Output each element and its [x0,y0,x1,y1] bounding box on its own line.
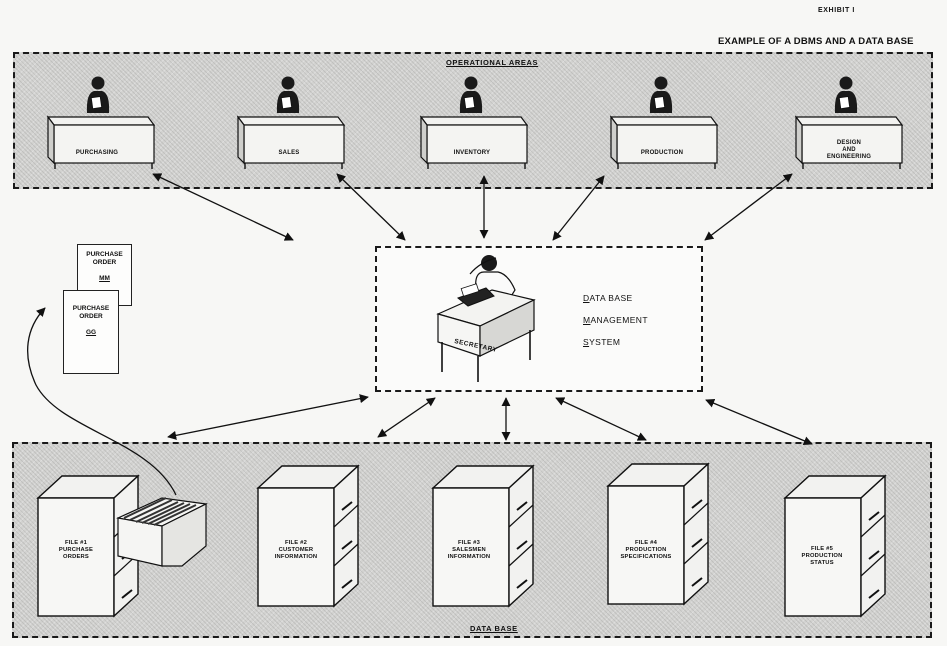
desk-label-purchasing: PURCHASING [75,150,119,156]
arrow-purchasing-dbms [152,173,294,241]
dbms-initial-s: S [583,337,590,347]
file-label-4: FILE #4 PRODUCTION SPECIFICATIONS [620,540,672,560]
dbms-rest-2: ANAGEMENT [590,315,648,325]
arrow-dbms-file4 [555,397,647,441]
purchase-order-gg: PURCHASE ORDER GG [63,290,119,374]
dbms-line-3: SYSTEM [583,337,620,347]
dbms-line-1: DATA BASE [583,293,633,303]
data-base-label: DATA BASE [470,624,518,633]
desk-label-design-engineering: DESIGN AND ENGINEERING [826,140,872,160]
file-cabinet-2 [257,465,359,607]
arrow-dbms-file1 [167,394,369,440]
desk-label-inventory: INVENTORY [453,150,491,156]
file-label-5: FILE #5 PRODUCTION STATUS [801,546,843,566]
desk-label-sales: SALES [278,150,300,156]
arrow-design-dbms [704,173,793,241]
dbms-rest-3: YSTEM [589,337,621,347]
ops-arrows [152,173,793,241]
operational-areas-label: OPERATIONAL AREAS [446,58,539,67]
exhibit-title: EXAMPLE OF A DBMS AND A DATA BASE [718,36,914,47]
arrow-sales-dbms [336,173,406,241]
file-cabinet-4 [607,463,709,605]
arrow-file-to-purchase-order [26,307,177,496]
exhibit-number: EXHIBIT I [818,7,855,14]
db-arrows [167,394,813,446]
file-label-2: FILE #2 CUSTOMER INFORMATION [274,540,318,560]
dbms-line-2: MANAGEMENT [583,315,648,325]
purchase-order-title: PURCHASE ORDER [72,305,110,320]
secretary-figure [436,255,536,382]
file-cabinet-3 [432,465,534,607]
dbms-initial-d: D [583,293,590,303]
file-label-3: FILE #3 SALESMEN INFORMATION [447,540,491,560]
purchase-order-code: GG [85,329,97,336]
arrow-production-dbms [552,175,605,241]
file-label-1: FILE #1 PURCHASE ORDERS [58,540,94,560]
purchase-order-title: PURCHASE ORDER [86,251,123,266]
file-cabinet-1 [37,475,209,617]
purchase-order-code: MM [99,275,110,282]
dbms-initial-m: M [583,315,591,325]
arrow-dbms-file2 [377,397,436,438]
arrow-dbms-file5 [705,398,813,446]
dbms-rest-1: ATA BASE [589,293,633,303]
dbms-box [375,246,703,392]
desk-label-production: PRODUCTION [640,150,684,156]
